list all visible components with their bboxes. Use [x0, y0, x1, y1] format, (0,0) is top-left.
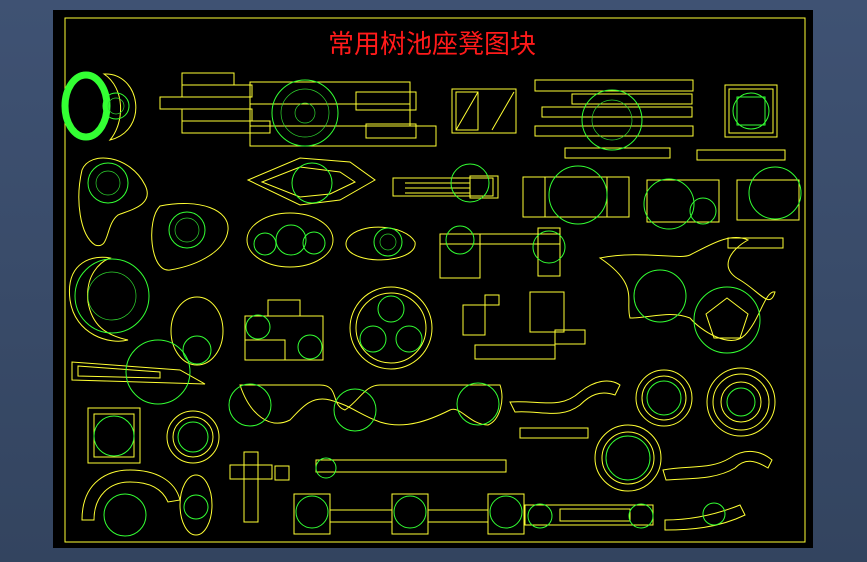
- block-row-bench-trees[interactable]: [293, 457, 525, 535]
- block-round-bench-pool-1[interactable]: [635, 369, 693, 427]
- block-egg-tree-pool[interactable]: [170, 296, 224, 366]
- block-oval-double-tree[interactable]: [345, 226, 416, 261]
- block-square-paver[interactable]: [451, 88, 517, 134]
- drawing-border: [64, 17, 806, 543]
- block-round-tree-pool-1[interactable]: [166, 410, 220, 464]
- block-cross-paver[interactable]: [229, 451, 290, 523]
- block-ring-tree-bench[interactable]: [69, 256, 150, 342]
- block-square-tree-pool[interactable]: [87, 407, 141, 464]
- block-twin-tree-planter[interactable]: [643, 166, 802, 249]
- block-oval-triple-tree[interactable]: [246, 212, 334, 268]
- block-diamond-bench[interactable]: [246, 157, 376, 206]
- block-s-curve-bench[interactable]: [509, 380, 621, 439]
- block-freeform-tree-pool-1[interactable]: [78, 157, 148, 247]
- block-crescent-tree-pool[interactable]: [102, 73, 137, 141]
- drawing-sheet: [53, 10, 813, 548]
- block-round-bench-pool-2[interactable]: [706, 367, 776, 437]
- block-linear-bench-pool[interactable]: [392, 163, 499, 203]
- block-rounded-triangle-pool[interactable]: [151, 203, 229, 271]
- block-curved-seat-tree[interactable]: [664, 502, 746, 531]
- block-wedge-bench-tree[interactable]: [71, 339, 206, 405]
- block-l-bench-pool[interactable]: [439, 225, 566, 279]
- selection-highlight[interactable]: [61, 71, 111, 141]
- drawing-title: 常用树池座凳图块: [328, 30, 536, 60]
- block-circle-triple-tree[interactable]: [349, 286, 433, 370]
- block-stepped-seat[interactable]: [462, 291, 586, 360]
- block-framed-square-pool[interactable]: [696, 84, 786, 161]
- block-slatted-bench-tree[interactable]: [534, 79, 694, 159]
- block-long-curved-bench[interactable]: [228, 382, 503, 432]
- block-rect-bench-pool[interactable]: [522, 165, 630, 225]
- block-wave-bench[interactable]: [662, 451, 773, 481]
- block-stepped-bench-tree[interactable]: [159, 72, 437, 147]
- block-round-bench-pool-3[interactable]: [594, 424, 662, 492]
- block-square-bench-tree[interactable]: [244, 299, 324, 361]
- block-curved-bench-pool[interactable]: [598, 237, 776, 354]
- block-linear-seat-tree[interactable]: [524, 503, 654, 529]
- block-ellipse-tree-pool[interactable]: [179, 474, 213, 536]
